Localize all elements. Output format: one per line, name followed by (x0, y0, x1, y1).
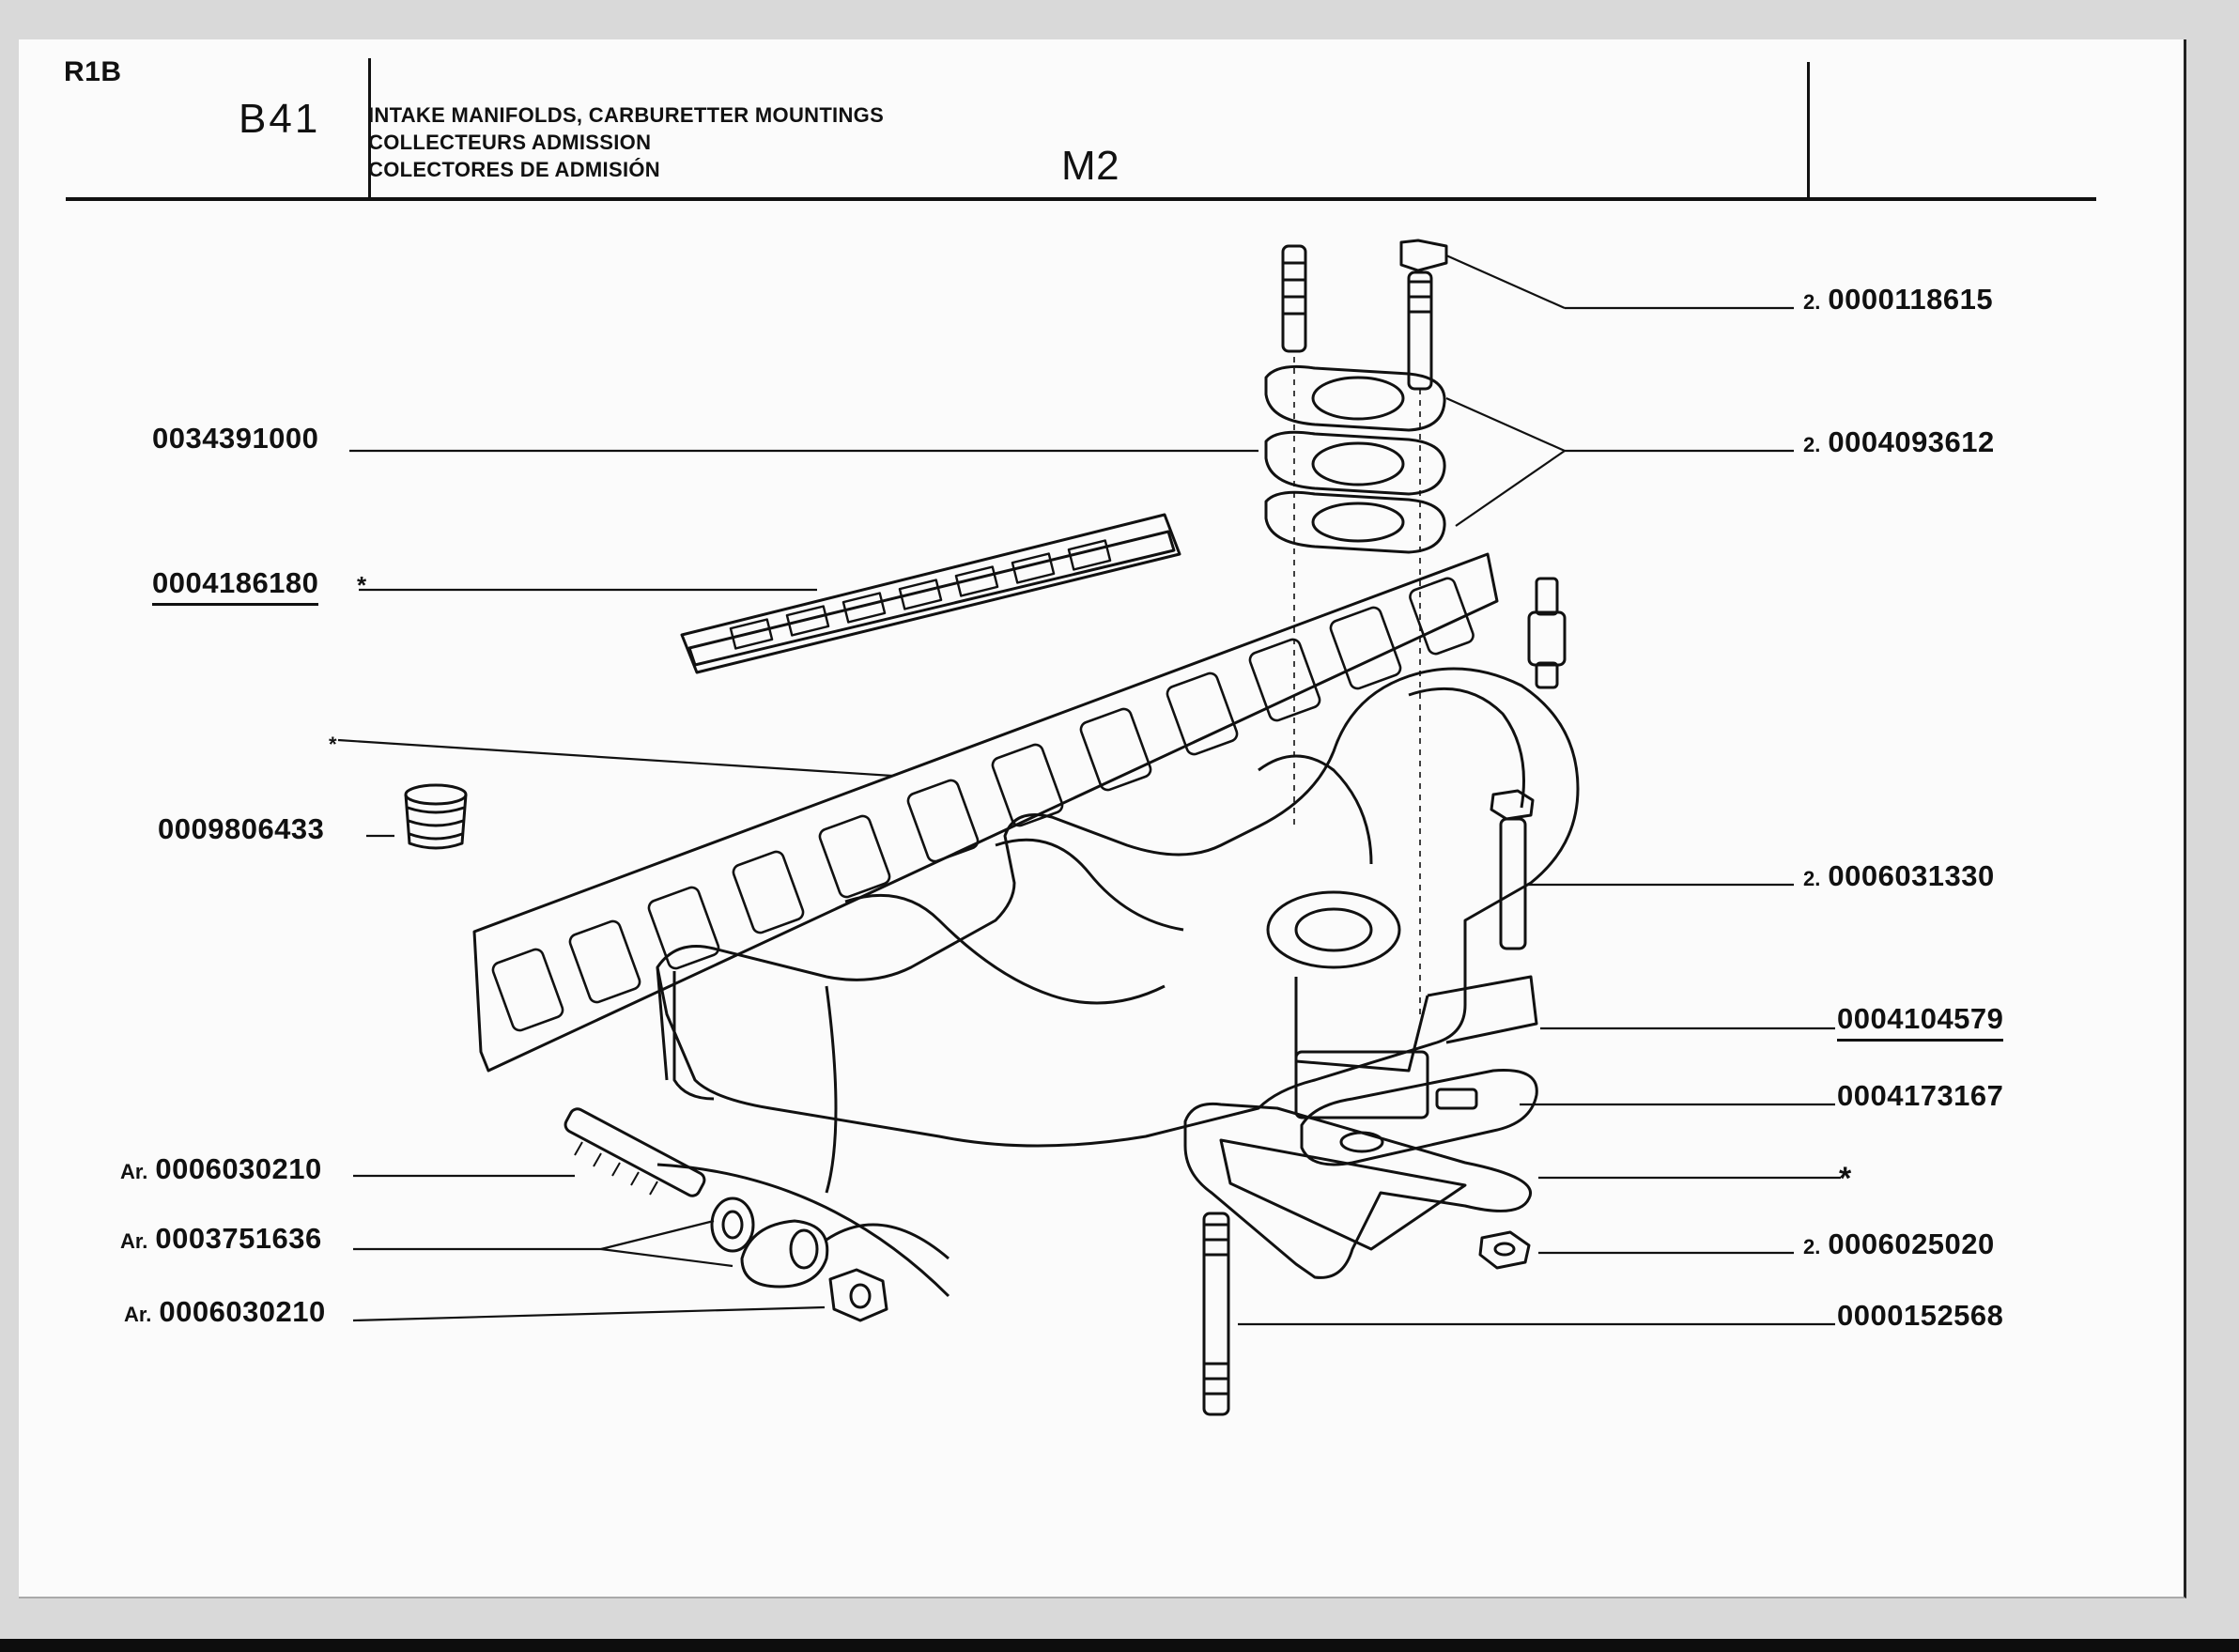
heat-shield-arc (656, 1163, 950, 1298)
spacer-lower-left (740, 1219, 829, 1289)
drain-plug (404, 783, 468, 850)
lower-flange-gaskets (1183, 1069, 1538, 1279)
bolt-top (1399, 239, 1448, 391)
leader-lines (337, 254, 1841, 1326)
page-title-french: COLLECTEURS ADMISSION (368, 131, 652, 154)
group-code: B41 (239, 96, 321, 142)
nut-lower-right (1478, 1230, 1531, 1270)
gasket-plate-small (680, 513, 1181, 674)
part-label-asterisk-right: * (1839, 1161, 1852, 1197)
stud-lower-left (564, 1107, 706, 1197)
page-title-spanish: COLECTORES DE ADMISIÓN (368, 158, 660, 181)
part-label-ar-0006030210-b: Ar.0006030210 (124, 1295, 326, 1328)
part-label-0004104579: 0004104579 (1837, 1003, 2004, 1042)
part-label-0004173167: 0004173167 (1837, 1079, 2004, 1112)
nut-lower-left (828, 1268, 888, 1322)
part-label-0000118615: 2.0000118615 (1803, 283, 1994, 316)
scan-bottom-edge (0, 1639, 2239, 1652)
vacuum-nipple (1527, 577, 1567, 689)
spacer-gaskets (1264, 364, 1446, 554)
bolt-long-right (1490, 789, 1535, 950)
header-rule (66, 197, 2096, 201)
intake-manifold-body (656, 667, 1580, 1260)
section-code: M2 (1061, 143, 1120, 189)
header-divider-left (368, 58, 371, 197)
manifold-gasket-long (472, 552, 1499, 1073)
catalogue-sheet (19, 39, 2186, 1598)
part-label-0000152568: 0000152568 (1837, 1299, 2004, 1332)
model-code: R1B (64, 56, 122, 87)
part-label-0034391000: 0034391000 (152, 422, 319, 455)
part-label-0004186180: 0004186180 (152, 567, 319, 606)
part-label-0006031330: 2.0006031330 (1803, 859, 1995, 892)
part-label-ar-0006030210-a: Ar.0006030210 (120, 1152, 322, 1185)
part-label-0004186180-asterisk: * (357, 571, 367, 599)
part-label-asterisk-left: * (329, 733, 338, 756)
part-label-0006025020: 2.0006025020 (1803, 1227, 1995, 1260)
stud-lower (1202, 1212, 1230, 1416)
part-label-ar-0003751636: Ar.0003751636 (120, 1222, 322, 1255)
page-title-english: INTAKE MANIFOLDS, CARBURETTER MOUNTINGS (368, 103, 885, 127)
washer-lower-left (710, 1197, 755, 1253)
part-label-0009806433: 0009806433 (158, 812, 325, 845)
alignment-lines (1293, 357, 1421, 1014)
part-label-0004093612: 2.0004093612 (1803, 425, 1995, 458)
stud-top (1281, 244, 1307, 353)
header-divider-right (1807, 62, 1810, 197)
